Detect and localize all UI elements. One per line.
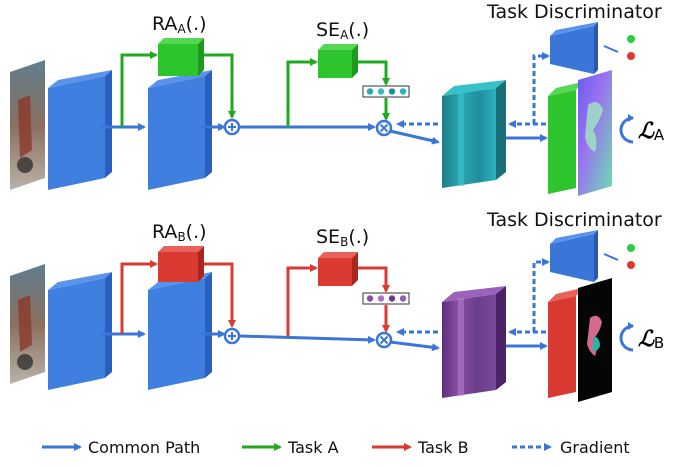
ra-block-bottom	[158, 246, 204, 282]
loss-bottom: ℒB	[619, 322, 664, 352]
legend-item-gradient: Gradient	[512, 438, 630, 457]
loss-top: ℒA	[619, 114, 665, 144]
row-task-a: RAA(.) SEA(.)	[10, 1, 665, 196]
se-block-top	[318, 44, 358, 78]
input-image-top	[10, 60, 45, 190]
row-task-b: RAB(.) SEB(.)	[10, 209, 664, 402]
task-a-path-top	[120, 51, 390, 127]
se-block-bottom	[318, 252, 358, 286]
gradient-path-bottom	[396, 258, 550, 336]
mult-node-top	[375, 119, 393, 137]
discriminator-label-bottom: Task Discriminator	[486, 209, 662, 231]
sum-node-top	[223, 118, 241, 136]
ra-label-top: RAA(.)	[152, 13, 207, 36]
legend-label-common: Common Path	[88, 438, 200, 457]
ra-label-bottom: RAB(.)	[152, 221, 207, 244]
ra-block-top	[158, 38, 204, 76]
channel-vector-top	[362, 85, 410, 98]
se-label-top: SEA(.)	[316, 19, 369, 42]
output-block-bottom	[548, 288, 582, 398]
legend-item-common: Common Path	[42, 438, 200, 457]
svg-text:ℒA: ℒA	[638, 118, 665, 144]
se-label-bottom: SEB(.)	[316, 226, 369, 249]
input-image-bottom	[10, 264, 45, 384]
encoder-block-2-bottom	[148, 272, 212, 390]
encoder-block-1-bottom	[48, 272, 112, 390]
encoder-block-2-top	[148, 70, 212, 190]
discriminator-block-bottom	[550, 230, 635, 282]
discriminator-block-top	[550, 22, 635, 74]
legend-label-task-a: Task A	[287, 438, 339, 457]
discriminator-label-top: Task Discriminator	[486, 1, 662, 23]
loss-subscript-bottom: B	[654, 334, 664, 352]
svg-text:ℒB: ℒB	[638, 326, 664, 352]
legend-item-task-a: Task A	[242, 438, 339, 457]
loss-symbol-bottom: ℒ	[638, 326, 655, 352]
gradient-path-top	[396, 52, 550, 128]
feature-block-top	[442, 80, 506, 188]
task-b-path-bottom	[120, 260, 390, 336]
legend-item-task-b: Task B	[372, 438, 469, 457]
loss-subscript-top: A	[654, 126, 665, 144]
output-block-top	[548, 82, 582, 194]
channel-vector-bottom	[362, 292, 410, 305]
encoder-block-1-top	[48, 70, 112, 190]
segmentation-output-top	[578, 70, 612, 196]
legend-label-task-b: Task B	[417, 438, 469, 457]
segmentation-output-bottom	[578, 278, 612, 402]
mult-node-bottom	[375, 331, 393, 349]
feature-block-bottom	[442, 286, 506, 398]
loss-symbol-top: ℒ	[638, 118, 655, 144]
legend: Common Path Task A Task B Gradient	[42, 438, 630, 457]
legend-label-gradient: Gradient	[560, 438, 630, 457]
sum-node-bottom	[223, 327, 241, 345]
